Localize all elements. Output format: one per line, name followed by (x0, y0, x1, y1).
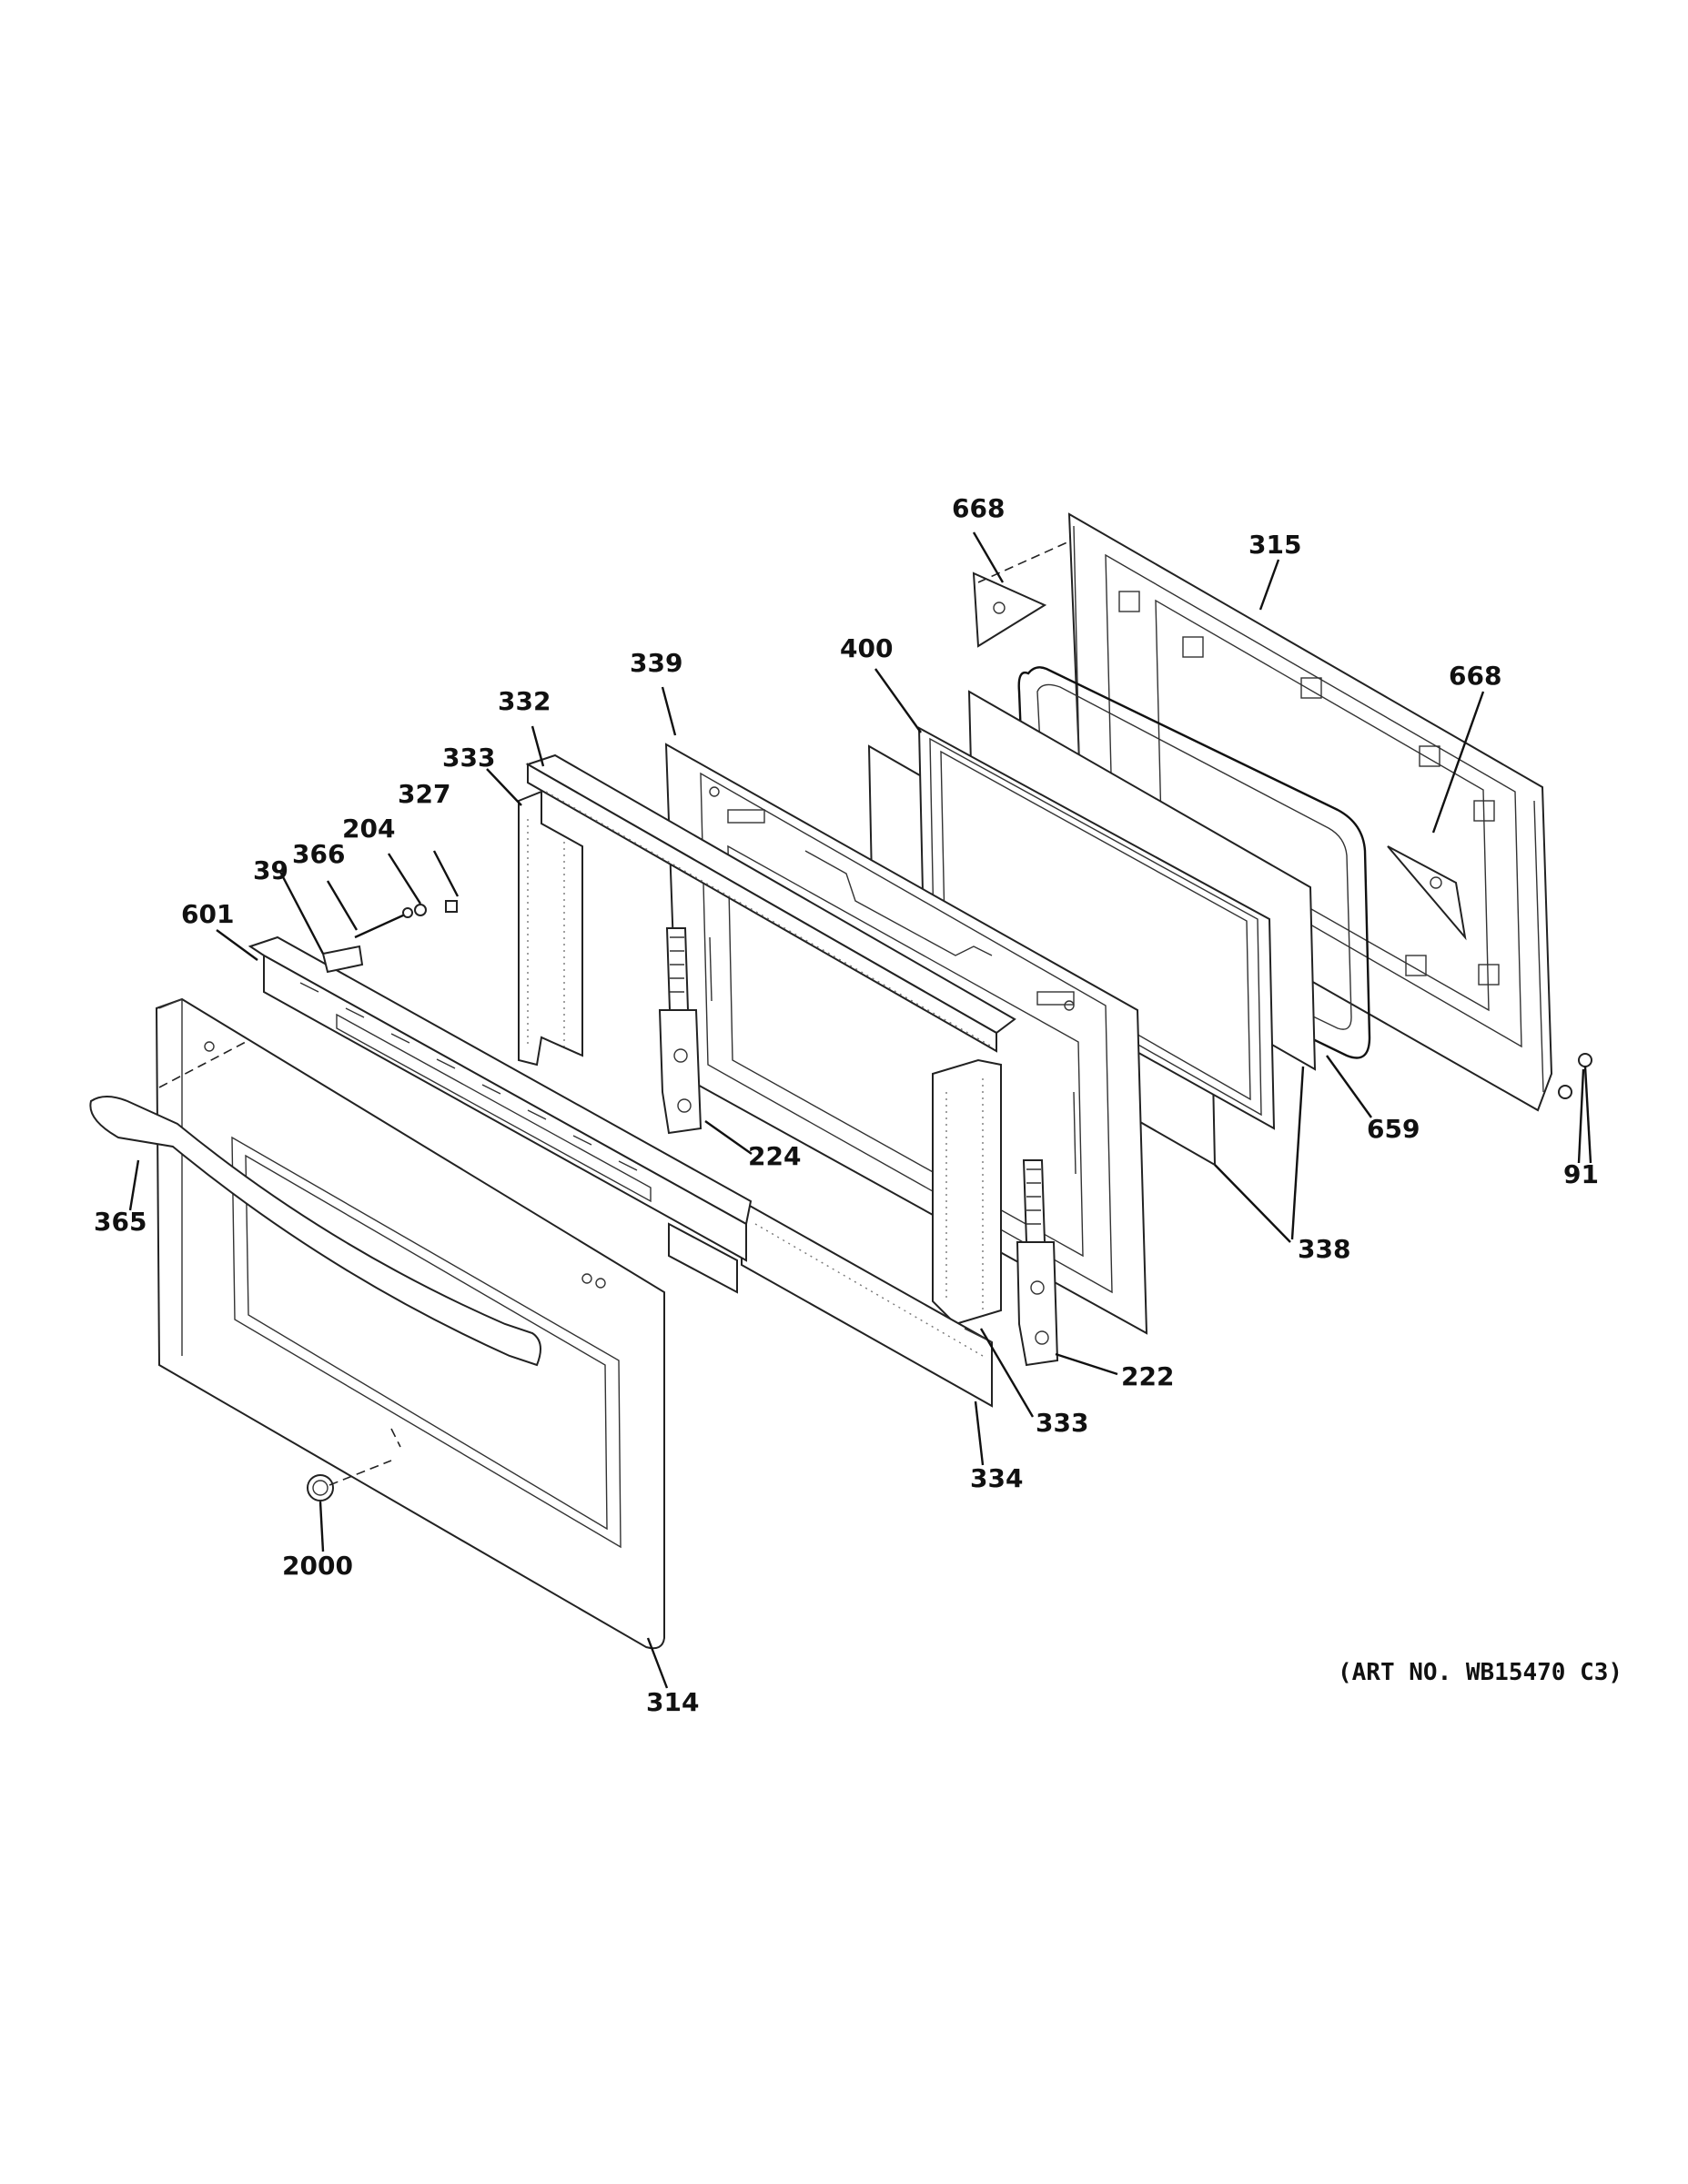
hinge-222 (1016, 1159, 1059, 1367)
art-number: (ART NO. WB15470 C3) (1338, 1659, 1622, 1686)
callout-339: 339 (630, 648, 682, 678)
hinge-224 (658, 927, 702, 1135)
leader-lines (128, 531, 1592, 1689)
callout-39: 39 (253, 855, 288, 885)
callout-314: 314 (646, 1687, 699, 1717)
callout-334: 334 (970, 1463, 1023, 1493)
insulation-332 (525, 753, 1016, 1053)
callout-338: 338 (1298, 1234, 1350, 1264)
assembly-line (390, 1428, 401, 1448)
glass-pack-400 (917, 726, 1276, 1130)
callout-332: 332 (498, 686, 551, 716)
vent-trim-601 (248, 935, 753, 1294)
callout-365: 365 (94, 1207, 147, 1237)
insulation-333-right (932, 1058, 1002, 1326)
callout-333b: 333 (1036, 1408, 1088, 1438)
callout-668a: 668 (952, 493, 1005, 523)
screw-366 (354, 907, 413, 939)
insulation-333-left (518, 790, 583, 1067)
assembly-line (329, 1460, 392, 1486)
label-668-upper (972, 571, 1047, 648)
callout-333a: 333 (442, 743, 495, 773)
screw-204 (414, 904, 427, 916)
nut-327 (445, 900, 458, 913)
callout-2000: 2000 (282, 1551, 353, 1581)
screws-91 (1558, 1053, 1592, 1099)
badge-2000 (307, 1474, 334, 1502)
callout-668b: 668 (1449, 661, 1501, 691)
inner-door-frame-315 (1067, 512, 1553, 1112)
handle-365 (89, 1096, 541, 1367)
callout-601: 601 (181, 899, 234, 929)
label-668-lower (1387, 845, 1467, 941)
callout-91: 91 (1563, 1159, 1599, 1189)
leader-dashed (977, 541, 1070, 583)
callout-315: 315 (1248, 530, 1301, 560)
callout-204: 204 (342, 814, 395, 844)
callout-366: 366 (292, 839, 345, 869)
callout-400: 400 (840, 633, 893, 663)
assembly-line (158, 1041, 247, 1088)
bracket-39 (321, 945, 364, 974)
outer-door-314 (155, 997, 665, 1650)
callout-224: 224 (748, 1141, 801, 1171)
callout-327: 327 (398, 779, 450, 809)
callout-659: 659 (1367, 1114, 1420, 1144)
callout-222: 222 (1121, 1361, 1174, 1391)
